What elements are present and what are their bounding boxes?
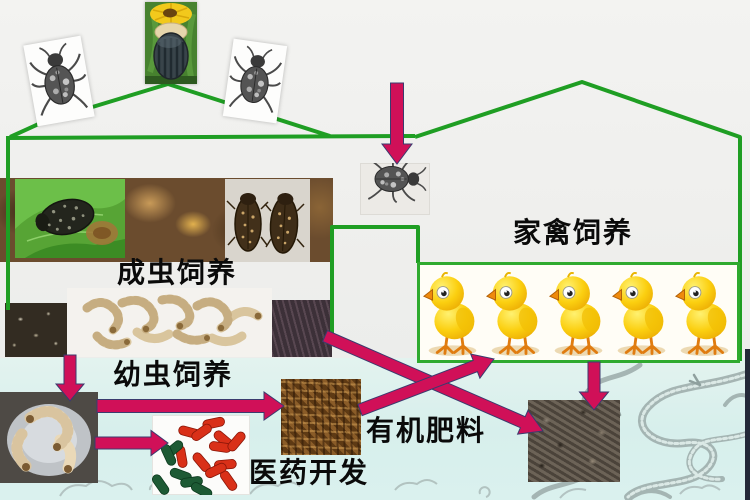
organic-compost-photo [528,400,620,482]
right-edge-strip [745,349,750,500]
chick [485,271,542,358]
chick [548,271,605,358]
dark-substrate-photo [272,300,332,357]
poultry-rearing-label: 家禽饲养 [513,217,634,248]
adult-rearing-label: 成虫饲养 [117,257,238,288]
beetle-specimen-card-right [222,38,288,124]
medicine-development-label: 医药开发 [249,457,370,488]
organic-fertilizer-label: 有机肥料 [366,415,487,446]
poultry-box [417,262,740,363]
medicine-capsules-photo [151,415,250,499]
chick-row [422,267,735,358]
grub-larvae-photo [0,392,98,483]
chick [422,271,479,358]
larvae-photo [67,288,272,357]
beetle-on-flower-photo [145,2,197,84]
beetle-line-drawing [360,154,430,215]
chick [611,271,668,358]
soil-substrate-photo [5,303,67,357]
two-beetles-photo [225,179,310,262]
feed-pellets-photo [281,379,361,455]
chick [674,271,731,358]
beetle-on-leaf-photo [15,179,125,258]
larvae-photo-strip [5,288,332,357]
larva-rearing-label: 幼虫饲养 [113,359,234,390]
